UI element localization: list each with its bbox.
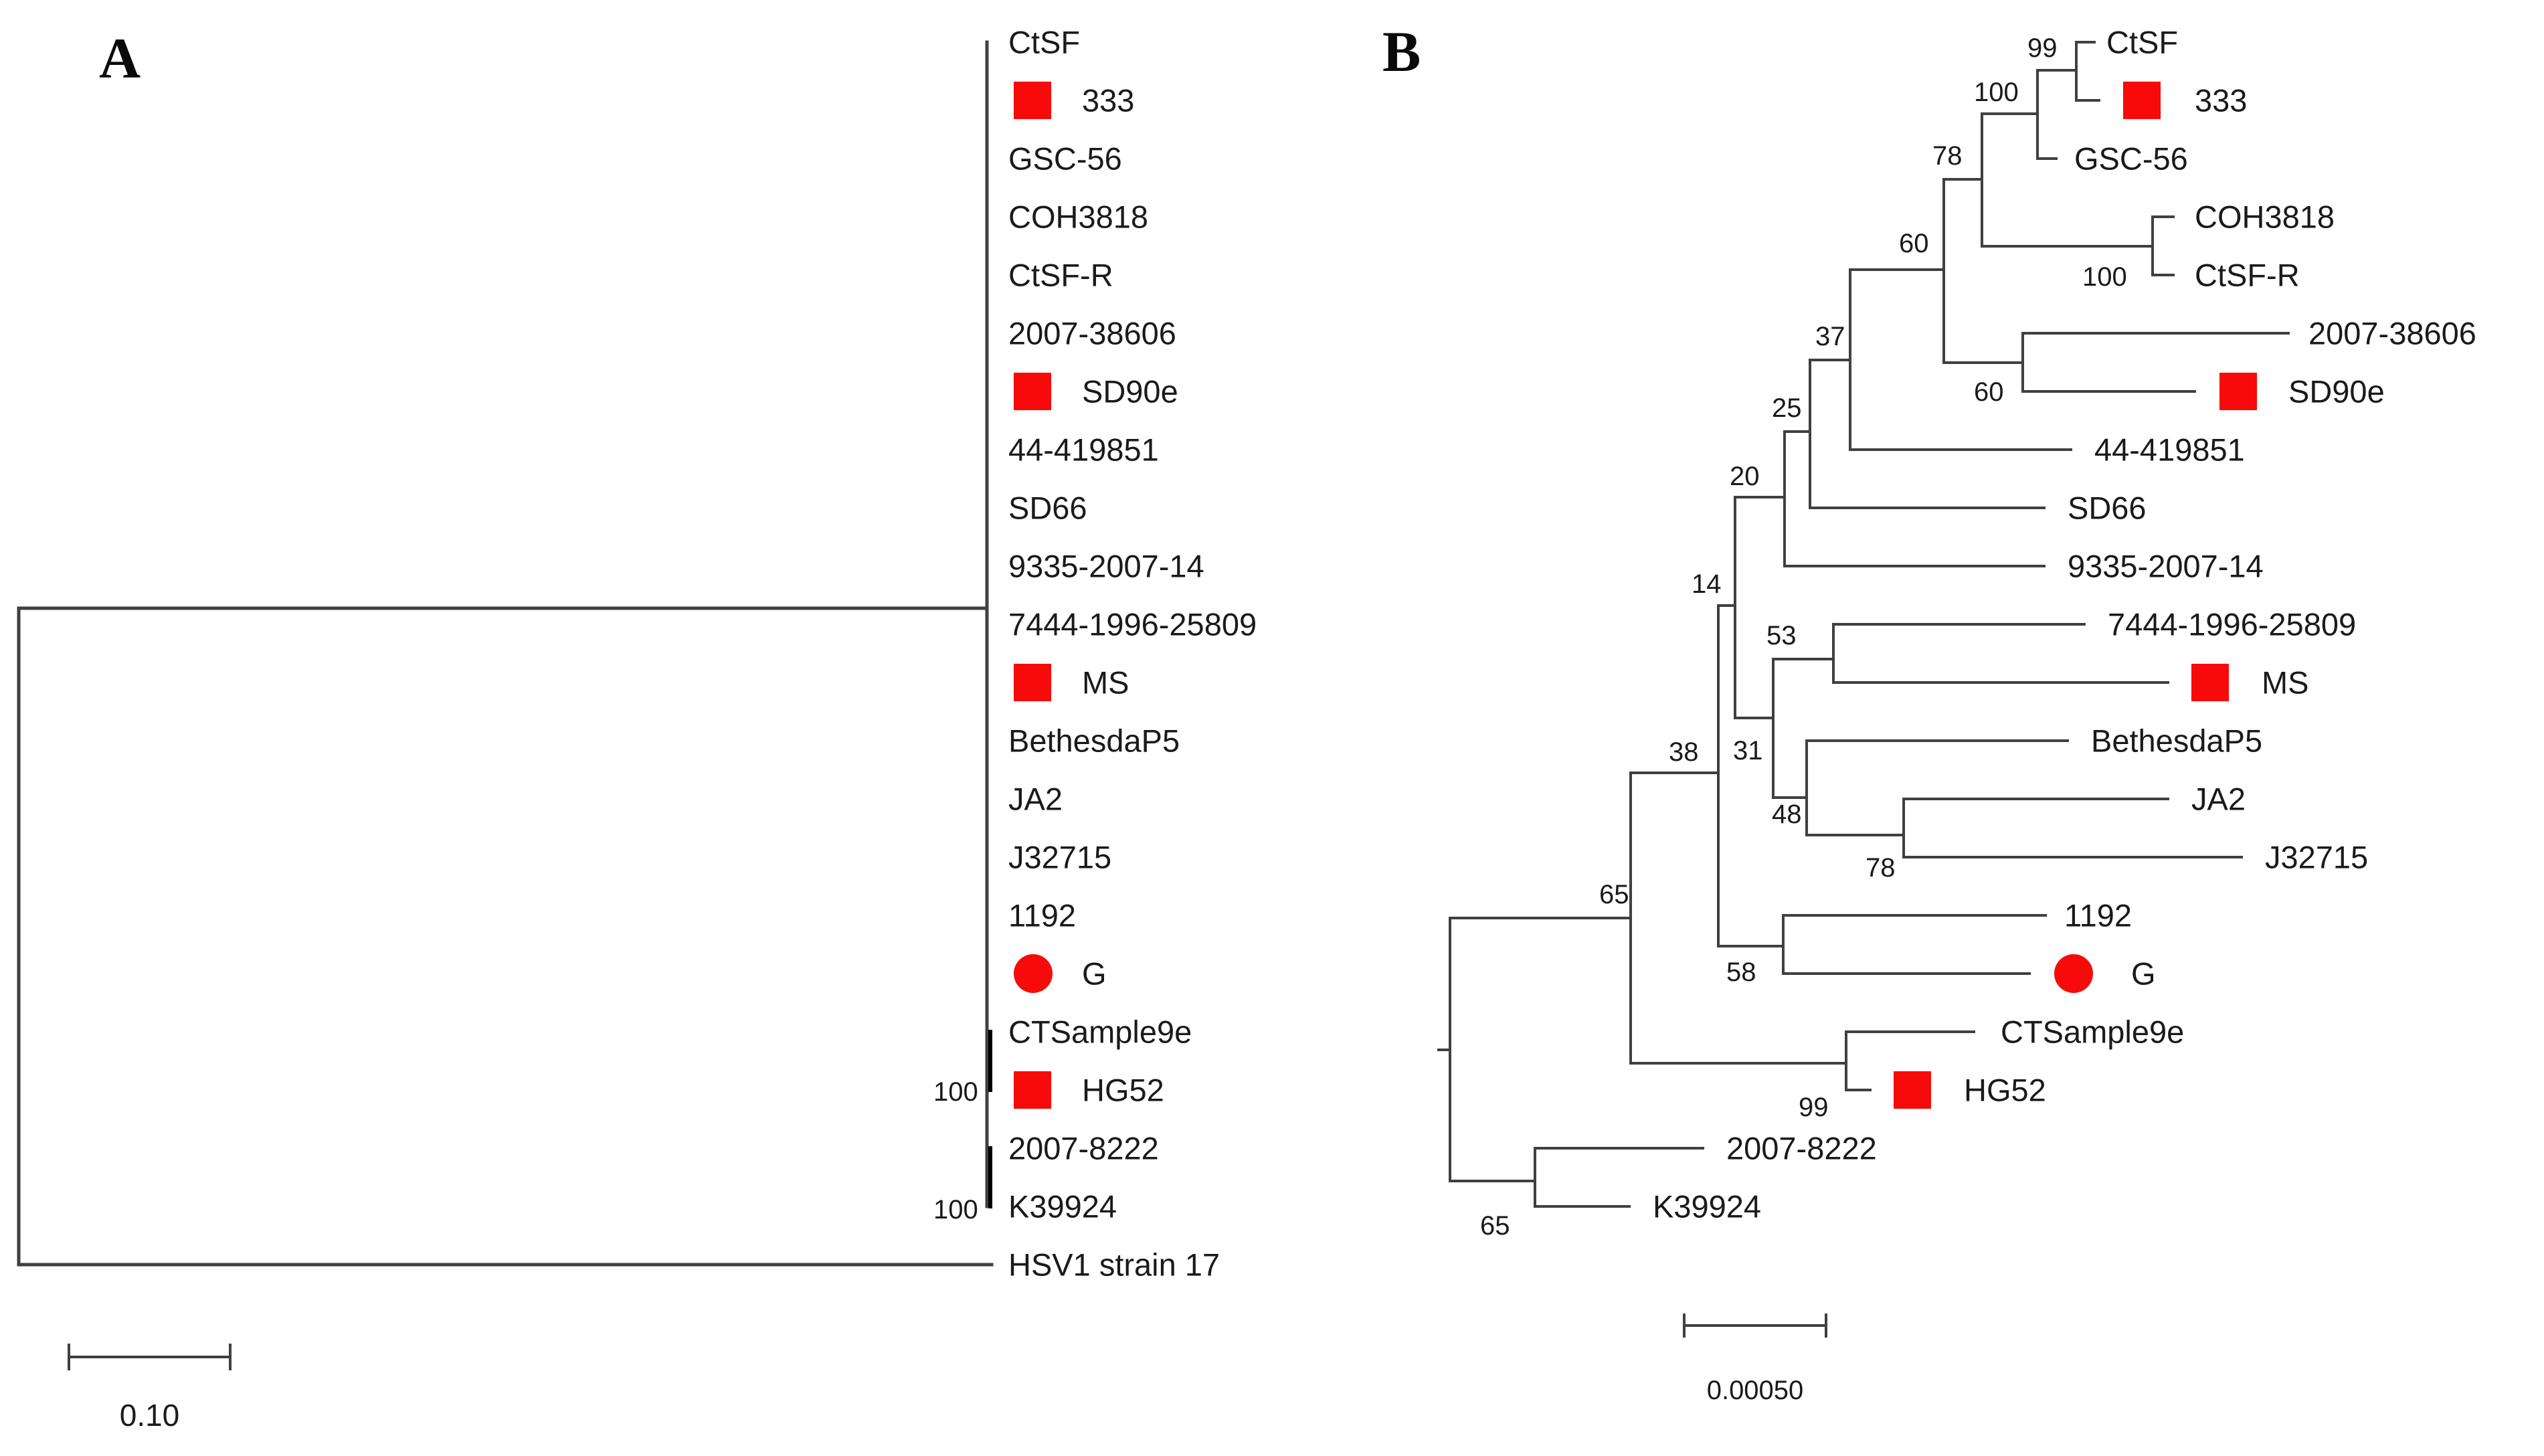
- taxon-label: CtSF-R: [2195, 258, 2300, 293]
- taxon-label: SD66: [2068, 490, 2147, 526]
- taxon-label: J32715: [1008, 840, 1111, 875]
- bootstrap-value: 58: [1726, 958, 1756, 987]
- bootstrap-value: 100: [2082, 262, 2127, 292]
- taxon-label: GSC-56: [1008, 141, 1122, 177]
- taxon-marker-square: [1014, 373, 1051, 410]
- taxon-label: G: [2131, 956, 2156, 992]
- taxon-label: 2007-38606: [2308, 316, 2476, 351]
- taxon-label: JA2: [1008, 782, 1063, 817]
- taxon-label: 7444-1996-25809: [1008, 607, 1257, 642]
- bootstrap-value: 53: [1766, 621, 1797, 650]
- bootstrap-value: 48: [1772, 800, 1802, 829]
- taxon-label: K39924: [1653, 1189, 1761, 1224]
- taxon-label: JA2: [2191, 782, 2246, 817]
- bootstrap-value: 100: [933, 1077, 978, 1107]
- scale-bar-label-b: 0.00050: [1706, 1376, 1804, 1405]
- taxon-label: CtSF: [2106, 25, 2178, 60]
- taxon-label: 44-419851: [2094, 432, 2245, 468]
- bootstrap-value: 100: [1974, 78, 2019, 107]
- taxon-label: HG52: [1082, 1073, 1164, 1108]
- taxon-marker-circle: [2054, 954, 2093, 993]
- taxon-label: K39924: [1008, 1189, 1117, 1224]
- taxon-label: MS: [1082, 665, 1129, 701]
- taxon-label: 2007-8222: [1726, 1131, 1877, 1166]
- taxon-marker-square: [1894, 1071, 1931, 1109]
- taxon-label: SD66: [1008, 490, 1087, 526]
- bootstrap-value: 78: [1932, 141, 1963, 171]
- taxon-label: CTSample9e: [1008, 1014, 1192, 1050]
- taxon-label: BethesdaP5: [2091, 723, 2262, 759]
- taxon-label: CTSample9e: [2001, 1014, 2184, 1050]
- taxon-marker-circle: [1014, 954, 1053, 993]
- taxon-label: COH3818: [1008, 199, 1148, 235]
- bootstrap-value: 99: [1799, 1093, 1829, 1122]
- bootstrap-value: 31: [1733, 736, 1763, 765]
- bootstrap-value: 60: [1899, 229, 1929, 258]
- panel-a-letter: A: [99, 26, 141, 90]
- taxon-marker-square: [1014, 664, 1051, 701]
- taxon-label: 2007-8222: [1008, 1131, 1159, 1166]
- bootstrap-value: 65: [1480, 1211, 1510, 1241]
- taxon-label: COH3818: [2195, 199, 2335, 235]
- bootstrap-value: 60: [1974, 377, 2004, 407]
- taxon-marker-square: [2219, 373, 2257, 410]
- taxon-label: 9335-2007-14: [1008, 549, 1204, 584]
- taxon-label: 1192: [2064, 898, 2132, 933]
- taxon-label: HSV1 strain 17: [1008, 1247, 1220, 1283]
- taxon-label: CtSF-R: [1008, 258, 1113, 293]
- taxon-marker-square: [1014, 1071, 1051, 1109]
- taxon-label: 7444-1996-25809: [2108, 607, 2356, 642]
- bootstrap-value: 65: [1599, 880, 1629, 909]
- taxon-label: SD90e: [2288, 374, 2385, 410]
- taxon-label: 9335-2007-14: [2068, 549, 2264, 584]
- taxon-label: 2007-38606: [1008, 316, 1176, 351]
- taxon-marker-square: [2123, 82, 2161, 119]
- scale-bar-label-a: 0.10: [119, 1398, 180, 1433]
- bootstrap-value: 20: [1730, 462, 1760, 491]
- taxon-label: 1192: [1008, 898, 1076, 933]
- taxon-label: 44-419851: [1008, 432, 1159, 468]
- taxon-marker-square: [2191, 664, 2229, 701]
- bootstrap-value: 14: [1692, 569, 1722, 599]
- taxon-label: CtSF: [1008, 25, 1080, 60]
- taxon-label: BethesdaP5: [1008, 723, 1180, 759]
- taxon-label: HG52: [1964, 1073, 2046, 1108]
- bootstrap-value: 38: [1669, 737, 1699, 767]
- taxon-label: MS: [2262, 665, 2309, 701]
- taxon-label: 333: [2195, 83, 2247, 118]
- bootstrap-value: 25: [1772, 393, 1802, 423]
- bootstrap-value: 100: [933, 1195, 978, 1224]
- taxon-label: J32715: [2265, 840, 2368, 875]
- panel-b-letter: B: [1382, 19, 1421, 84]
- bootstrap-value: 78: [1866, 853, 1896, 883]
- taxon-label: G: [1082, 956, 1107, 992]
- taxon-label: SD90e: [1082, 374, 1178, 410]
- taxon-marker-square: [1014, 82, 1051, 119]
- bootstrap-value: 37: [1815, 322, 1845, 351]
- taxon-label: 333: [1082, 83, 1134, 118]
- taxon-label: GSC-56: [2074, 141, 2188, 177]
- bootstrap-value: 99: [2027, 33, 2058, 63]
